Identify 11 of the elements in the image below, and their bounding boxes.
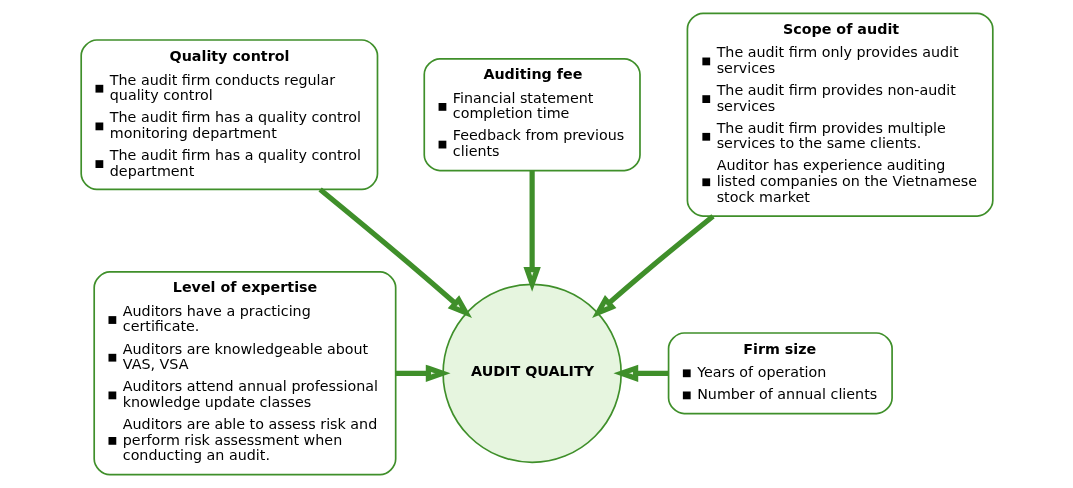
arrow bbox=[591, 214, 715, 318]
node-box: Quality control The audit firm conducts regular quality control The audit firm has a quality control monitoring department The audit firm has a quality control department bbox=[79, 39, 378, 191]
node-box: Auditing fee Financial statement completion time Feedback from previous clients bbox=[422, 57, 641, 172]
node-box: Level of expertise Auditors have a practicing certificate. Auditors are knowledgeable about VAS, VSA Auditors attend annual professional knowledge update classes Auditors are able to assess risk and perform risk assessment when conducting an audit. bbox=[92, 271, 397, 476]
node-box: Firm size Years of operation Number of annual clients bbox=[667, 332, 893, 415]
arrow bbox=[522, 170, 541, 292]
node-circle: AUDIT QUALITY bbox=[441, 283, 622, 464]
arrow bbox=[318, 187, 472, 319]
arrow bbox=[395, 364, 451, 382]
arrow bbox=[612, 364, 669, 382]
node-box: Scope of audit The audit firm only provides audit services The audit firm provides non-audit services The audit firm provides multiple services to the same clients. Auditor has experience auditing listed companies on the Vietnamese stock market bbox=[686, 12, 994, 217]
